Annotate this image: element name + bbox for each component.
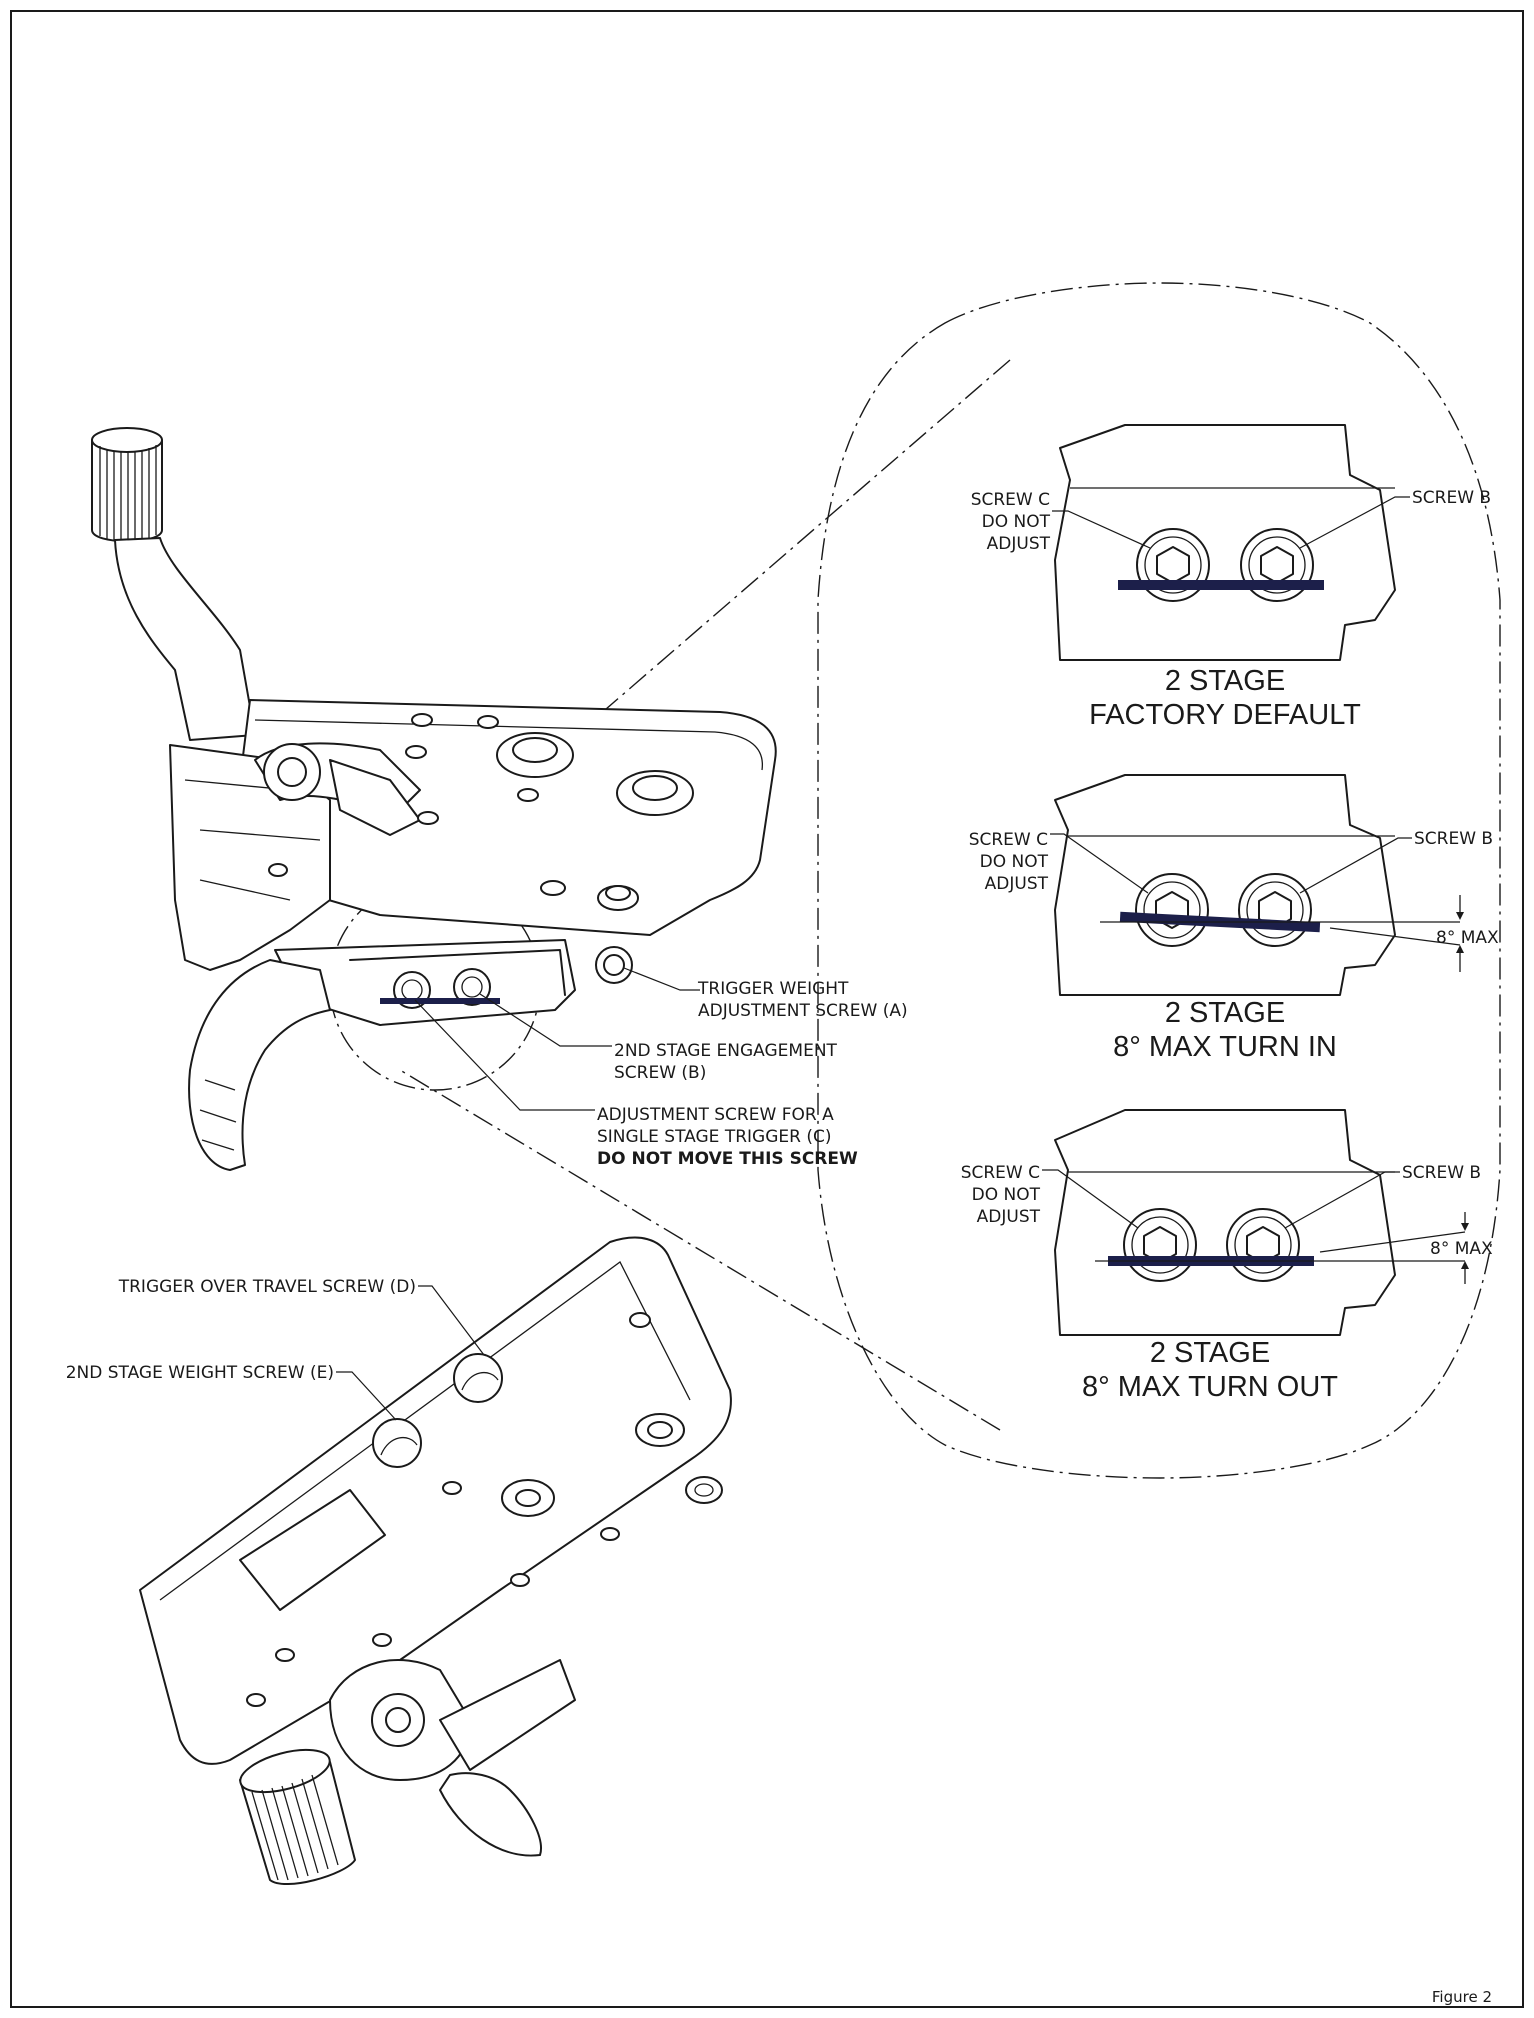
trigger-assembly-top-view: [91, 427, 777, 1171]
label-screw-a-line2: ADJUSTMENT SCREW (A): [698, 1001, 908, 1021]
panel2-screw-c-line3: ADJUST: [985, 874, 1049, 894]
panel3-screw-c-line1: SCREW C: [961, 1163, 1040, 1183]
panel3-screw-b: SCREW B: [1402, 1163, 1481, 1183]
detail-panel-2-text: SCREW C DO NOT ADJUST SCREW B 8° MAX 2 S…: [969, 829, 1499, 1063]
panel1-screw-c-line1: SCREW C: [971, 490, 1050, 510]
panel1-screw-b: SCREW B: [1412, 488, 1491, 508]
label-screw-e: 2ND STAGE WEIGHT SCREW (E): [66, 1363, 334, 1383]
trigger-assembly-bottom-view: [139, 1236, 732, 1885]
detail-panel-factory-default: [1054, 424, 1396, 661]
panel2-screw-c-line1: SCREW C: [969, 830, 1048, 850]
label-screw-b-line2: SCREW (B): [614, 1063, 706, 1083]
panel2-caption-line2: 8° MAX TURN IN: [1113, 1031, 1337, 1063]
label-screw-a-line1: TRIGGER WEIGHT: [697, 979, 849, 999]
figure-label: Figure 2: [1432, 1988, 1492, 2006]
panel1-screw-c-line3: ADJUST: [987, 534, 1051, 554]
panel2-screw-c-line2: DO NOT: [980, 852, 1049, 872]
main-callouts: TRIGGER WEIGHT ADJUSTMENT SCREW (A) 2ND …: [66, 979, 908, 1383]
panel1-screw-c-line2: DO NOT: [982, 512, 1051, 532]
detail-panel-1-text: SCREW C DO NOT ADJUST SCREW B 2 STAGE FA…: [971, 488, 1491, 731]
panel3-caption-line1: 2 STAGE: [1150, 1337, 1270, 1369]
label-screw-b-line1: 2ND STAGE ENGAGEMENT: [614, 1041, 838, 1061]
label-screw-c-line2: SINGLE STAGE TRIGGER (C): [597, 1127, 831, 1147]
label-screw-c-warning: DO NOT MOVE THIS SCREW: [597, 1149, 858, 1169]
panel2-screw-b: SCREW B: [1414, 829, 1493, 849]
detail-panel-3-text: SCREW C DO NOT ADJUST SCREW B 8° MAX 2 S…: [961, 1163, 1493, 1403]
panel3-screw-c-line2: DO NOT: [972, 1185, 1041, 1205]
panel3-screw-c-line3: ADJUST: [977, 1207, 1041, 1227]
panel3-caption-line2: 8° MAX TURN OUT: [1082, 1371, 1338, 1403]
leader-lines: [336, 496, 1412, 1421]
detail-panel-turn-in: [1054, 774, 1464, 996]
panel1-caption-line1: 2 STAGE: [1165, 665, 1285, 697]
panel2-caption-line1: 2 STAGE: [1165, 997, 1285, 1029]
panel2-angle: 8° MAX: [1436, 928, 1499, 948]
panel3-angle: 8° MAX: [1430, 1239, 1493, 1259]
drawing-frame: [10, 10, 1524, 2008]
label-screw-d: TRIGGER OVER TRAVEL SCREW (D): [118, 1277, 416, 1297]
label-screw-c-line1: ADJUSTMENT SCREW FOR A: [597, 1105, 834, 1125]
detail-panel-turn-out: [1054, 1109, 1469, 1336]
panel1-caption-line2: FACTORY DEFAULT: [1089, 699, 1361, 731]
